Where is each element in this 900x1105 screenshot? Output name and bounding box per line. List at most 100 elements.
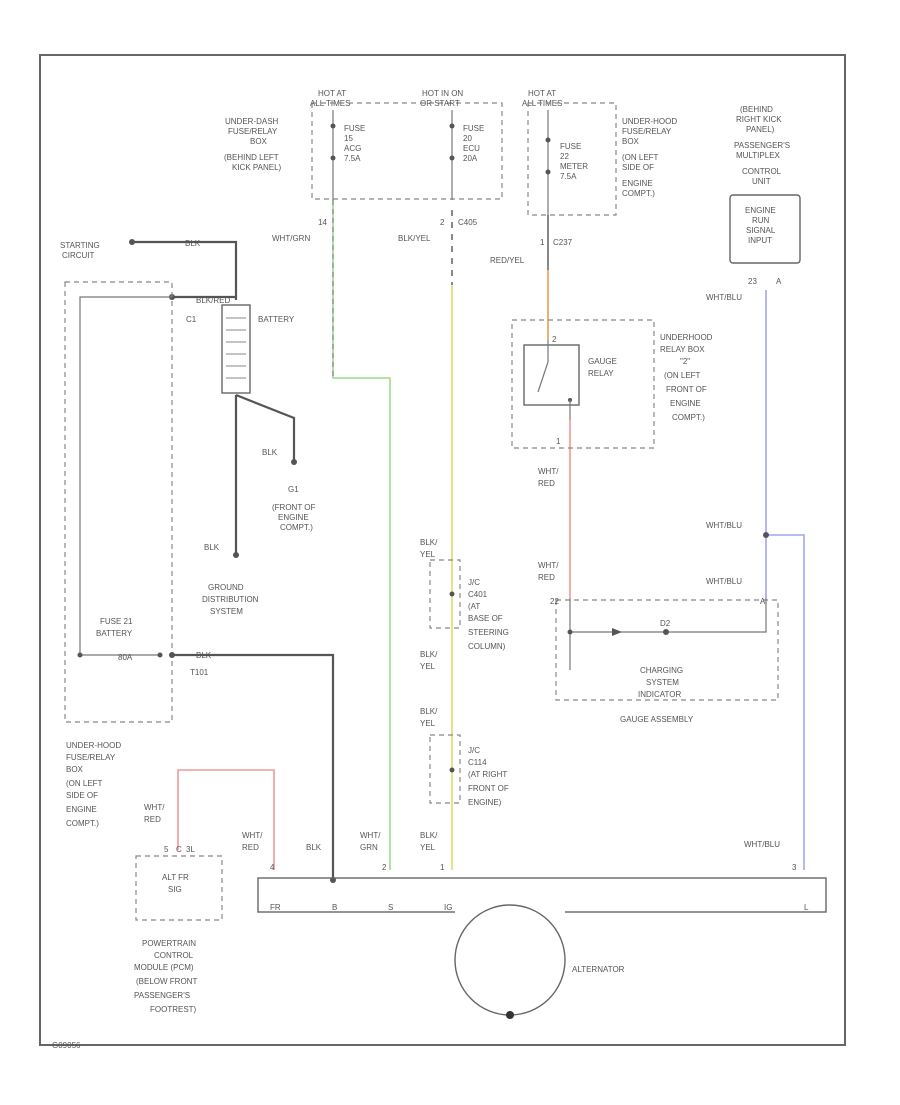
mpx-loc-3: PANEL) — [746, 125, 775, 134]
fuse-block-left: HOT AT ALL TIMES UNDER-DASH FUSE/RELAY B… — [224, 89, 503, 243]
fb-left-loc-5: KICK PANEL) — [232, 163, 282, 172]
ga-wire-top2: WHT/BLU — [706, 577, 742, 586]
fb-left-hot-1: HOT AT — [318, 89, 346, 98]
relay-wire-in-2: RED — [538, 573, 555, 582]
start-wire-b: BLK/RED — [196, 296, 230, 305]
ga-label-2: SYSTEM — [646, 678, 679, 687]
alt-term-l: L — [804, 903, 809, 912]
gnd-wire: BLK — [262, 448, 278, 457]
wire-wht-grn — [332, 200, 391, 870]
gnd-dist-3: SYSTEM — [210, 607, 243, 616]
relay-pin-top: 2 — [552, 335, 557, 344]
fb-right-loc-3: BOX — [622, 137, 640, 146]
relaybox-4: (ON LEFT — [664, 371, 701, 380]
mpx-box-3: SIGNAL — [746, 226, 776, 235]
mpx-box-1: ENGINE — [745, 206, 776, 215]
fb-right-loc-1: UNDER-HOOD — [622, 117, 677, 126]
fuse21-1: FUSE 21 — [100, 617, 133, 626]
alt-pin-3: 1 — [440, 863, 445, 872]
ga-pin-left: 22 — [550, 597, 559, 606]
mpx-loc-7: UNIT — [752, 177, 771, 186]
alternator-label: ALTERNATOR — [572, 965, 625, 974]
pcm-box-1: ALT FR — [162, 873, 189, 882]
j2-2: C114 — [468, 758, 487, 767]
j1-5: STEERING — [468, 628, 509, 637]
battery-label: BATTERY — [258, 315, 295, 324]
relaybox-7: COMPT.) — [672, 413, 705, 422]
fuse21-loc-2: FUSE/RELAY — [66, 753, 116, 762]
mpx-box-4: INPUT — [748, 236, 772, 245]
fuse21-rating: 80A — [118, 653, 133, 662]
alt-wire-whtgrn-1: WHT/ — [360, 831, 381, 840]
jc-wire1-1: BLK/ — [420, 538, 438, 547]
relaybox-3: "2" — [680, 357, 690, 366]
ga-wire-top: WHT/BLU — [706, 521, 742, 530]
battery-symbol — [221, 304, 251, 394]
pcm-pin-2: C — [176, 845, 182, 854]
fb-mid-pin: 2 — [440, 218, 445, 227]
fuse21-2: BATTERY — [96, 629, 133, 638]
fb-right-hot-1: HOT AT — [528, 89, 556, 98]
fb-right-loc-4: (ON LEFT — [622, 153, 659, 162]
fuse21-loc-5: SIDE OF — [66, 791, 98, 800]
alt-wire-blkyel-1: BLK/ — [420, 831, 438, 840]
relay-wire-out-2: RED — [538, 479, 555, 488]
fb-mid-fuse-1: FUSE — [463, 124, 484, 133]
fb-left-loc-1: UNDER-DASH — [225, 117, 279, 126]
fb-left-loc-3: BOX — [250, 137, 268, 146]
alt-pin-1: 4 — [270, 863, 275, 872]
fuse-21-battery: FUSE 21 BATTERY 80A BLK T101 UNDER-HOOD … — [66, 296, 335, 880]
mpx-box-2: RUN — [752, 216, 770, 225]
fb-right-pin: 1 — [540, 238, 545, 247]
fb-mid-hot-2: OR START — [420, 99, 460, 108]
fuse21-wire: BLK — [196, 651, 212, 660]
fb-right-loc-5: SIDE OF — [622, 163, 654, 172]
jc-wire1-2: YEL — [420, 550, 436, 559]
ga-label-1: CHARGING — [640, 666, 683, 675]
start-connector: C1 — [186, 315, 197, 324]
fb-left-pin: 14 — [318, 218, 327, 227]
j2-1: J/C — [468, 746, 480, 755]
fb-mid-fuse-4: 20A — [463, 154, 478, 163]
fuse21-loc-1: UNDER-HOOD — [66, 741, 121, 750]
fuse21-connector: T101 — [190, 668, 209, 677]
fb-right-loc-2: FUSE/RELAY — [622, 127, 672, 136]
starting-circuit: STARTING CIRCUIT BLK BLK/RED C1 BATTERY … — [60, 239, 316, 723]
relaybox-1: UNDERHOOD — [660, 333, 713, 342]
fuse21-loc-7: COMPT.) — [66, 819, 99, 828]
ga-assembly: GAUGE ASSEMBLY — [620, 715, 694, 724]
fuse21-loc-4: (ON LEFT — [66, 779, 103, 788]
j2-5: ENGINE) — [468, 798, 502, 807]
relay-2: RELAY — [588, 369, 614, 378]
pcm-label-6: FOOTREST) — [150, 1005, 197, 1014]
pcm-pin-1: 5 — [164, 845, 169, 854]
multiplex-unit: (BEHIND RIGHT KICK PANEL) PASSENGER'S MU… — [706, 105, 801, 302]
relaybox-6: ENGINE — [670, 399, 701, 408]
j1-2: C401 — [468, 590, 488, 599]
pcm-wire-1: WHT/ — [144, 803, 165, 812]
pcm-box-2: SIG — [168, 885, 182, 894]
relaybox-2: RELAY BOX — [660, 345, 705, 354]
alt-wire-whtgrn-2: GRN — [360, 843, 378, 852]
mpx-pin-2: A — [776, 277, 782, 286]
fb-mid-fuse-3: ECU — [463, 144, 480, 153]
g1-3: ENGINE — [278, 513, 309, 522]
start-label-1: STARTING — [60, 241, 100, 250]
pcm-label-5: PASSENGER'S — [134, 991, 190, 1000]
g1-2: (FRONT OF — [272, 503, 316, 512]
jc-wire2-1: BLK/ — [420, 650, 438, 659]
fb-left-fuse-3: ACG — [344, 144, 361, 153]
gnd-dist-1: GROUND — [208, 583, 244, 592]
fuse21-loc-6: ENGINE — [66, 805, 97, 814]
alt-term-b: B — [332, 903, 337, 912]
fb-right-loc-6: ENGINE — [622, 179, 653, 188]
joint-connectors: BLK/ YEL J/C C401 (AT BASE OF STEERING C… — [420, 538, 509, 807]
jc-wire3-2: YEL — [420, 719, 436, 728]
mpx-loc-6: CONTROL — [742, 167, 782, 176]
fb-left-loc-2: FUSE/RELAY — [228, 127, 278, 136]
gnd-dist-2: DISTRIBUTION — [202, 595, 259, 604]
alt-term-fr: FR — [270, 903, 281, 912]
fuse-block-right: HOT AT ALL TIMES FUSE 22 METER 7.5A UNDE… — [490, 89, 677, 265]
pcm-pin-3: 3L — [186, 845, 195, 854]
fb-mid-wire: BLK/YEL — [398, 234, 431, 243]
